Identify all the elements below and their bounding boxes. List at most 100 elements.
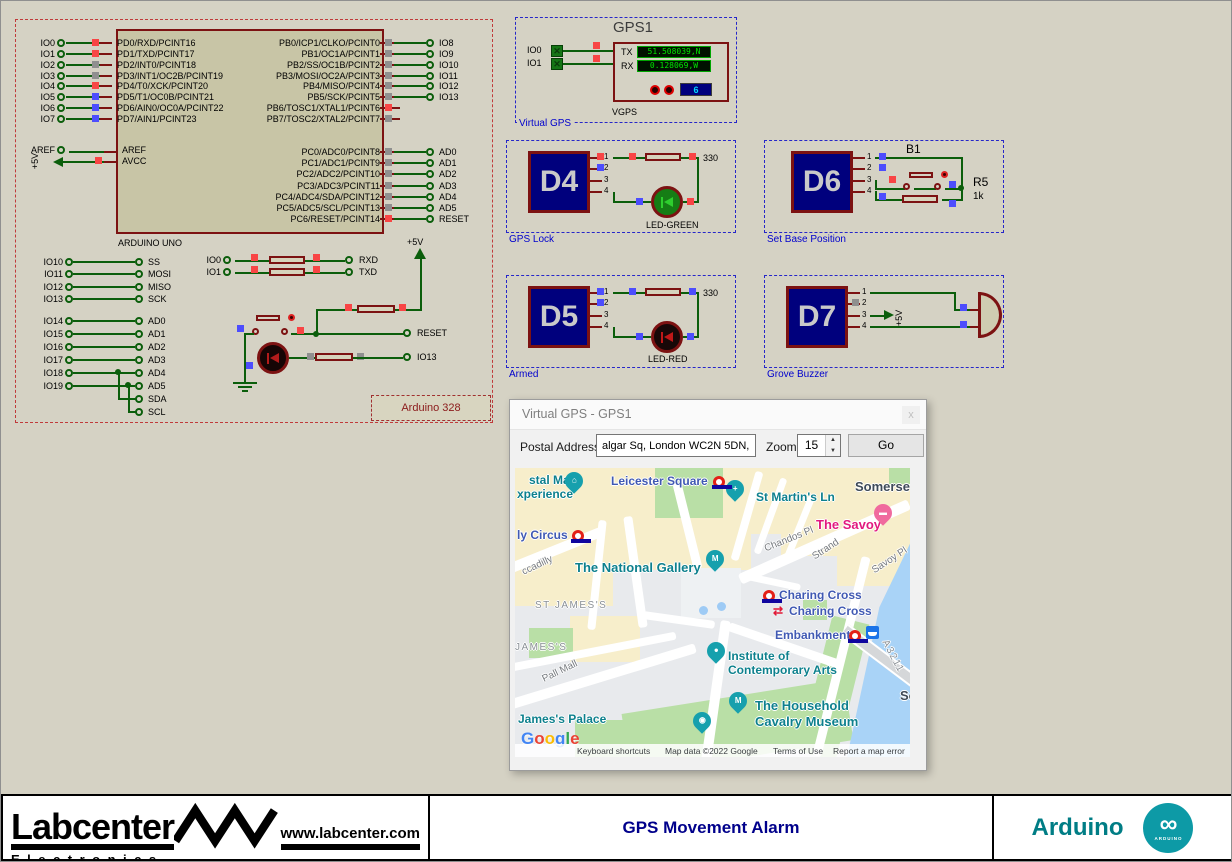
led-red xyxy=(651,321,683,353)
map-labels: stal Maze xperience Leicester Square St … xyxy=(515,468,910,757)
map-label-text: Cavalry Museum xyxy=(755,714,859,729)
keyboard-shortcuts-link[interactable]: Keyboard shortcuts xyxy=(577,746,651,756)
zoom-value[interactable]: 15 xyxy=(804,438,819,452)
terms-of-use-link[interactable]: Terms of Use xyxy=(773,746,824,756)
chip-pin-label: PD0/RXD/PCINT16 xyxy=(117,38,196,49)
push-button-contact[interactable] xyxy=(252,328,259,335)
io-terminal-label: IO0 xyxy=(206,255,221,265)
map-label: Sc xyxy=(900,688,910,703)
push-button-contact[interactable] xyxy=(281,328,288,335)
map-data-credit: Map data ©2022 Google xyxy=(665,746,758,756)
signal-terminal-label: SCL xyxy=(148,406,166,417)
wire xyxy=(380,204,426,212)
go-button[interactable]: Go xyxy=(848,434,924,457)
map-label: Institute of xyxy=(728,649,789,663)
chip-pin-label: PC4/ADC4/SDA/PCINT12 xyxy=(275,191,380,202)
bus-terminal-icon: ✕ xyxy=(551,45,563,57)
window-title-bar[interactable]: Virtual GPS - GPS1 x xyxy=(510,400,926,430)
io-terminal-label: IO6 xyxy=(40,102,55,113)
logic-state-square xyxy=(385,181,392,189)
io-terminal-label: IO10 xyxy=(43,257,63,268)
map-label-text: The National Gallery xyxy=(575,560,701,575)
wire xyxy=(73,319,135,322)
gps-lock-frame xyxy=(506,140,736,233)
gps-latitude-display: 51.508039,N xyxy=(637,46,711,58)
plus5v-label: +5V xyxy=(30,152,41,170)
push-button-b1[interactable] xyxy=(909,172,933,178)
chip-pin-label: PD1/TXD/PCINT17 xyxy=(117,49,195,60)
chip-pin-row: PB3/MOSI/OC2A/PCINT3 IO11 xyxy=(206,70,459,81)
io-terminal-label: AD3 xyxy=(439,180,457,191)
spinner-down-icon[interactable]: ▼ xyxy=(826,445,840,456)
pin-number: 4 xyxy=(867,186,872,196)
wire xyxy=(380,60,426,68)
terminal-icon xyxy=(426,93,434,102)
transit-icon: ⇄ xyxy=(773,604,784,618)
chip-pin-label: PD3/INT1/OC2B/PCINT19 xyxy=(117,70,224,81)
io-terminal-label: IO1 xyxy=(206,267,221,277)
map-label-text: St Martin's Ln xyxy=(756,490,835,504)
wire xyxy=(380,215,426,223)
pin-number: 1 xyxy=(862,287,867,296)
spinner-up-icon[interactable]: ▲ xyxy=(826,435,840,446)
wire xyxy=(73,298,135,301)
frame-label: Set Base Position xyxy=(765,234,848,245)
close-icon[interactable]: x xyxy=(902,406,920,424)
map-label: Cavalry Museum xyxy=(755,714,858,729)
wire xyxy=(380,103,400,111)
bus-terminal-icon: ✕ xyxy=(551,58,563,70)
chip-pin-row: PC6/RESET/PCINT14 RESET xyxy=(206,214,469,225)
terminal-pair-row: IO10 SS xyxy=(35,256,171,268)
wire xyxy=(380,181,426,189)
terminal-pair-row: IO13 SCK xyxy=(35,293,171,305)
io-terminal-label: IO10 xyxy=(439,59,459,70)
virtual-terminal-d4: D4 xyxy=(528,151,590,213)
report-map-error-link[interactable]: Report a map error xyxy=(833,746,905,756)
postal-address-input[interactable] xyxy=(596,434,756,457)
google-logo: Google xyxy=(521,729,580,749)
chip-pin-label: PB7/TOSC2/XTAL2/PCINT7 xyxy=(266,113,380,124)
chip-pin-row: PC5/ADC5/SCL/PCINT13 AD5 xyxy=(206,202,469,213)
signal-terminal-label: AD5 xyxy=(148,380,166,391)
io-terminal-label: AD4 xyxy=(439,191,457,202)
zoom-spinner[interactable]: 15 ▲ ▼ xyxy=(797,434,841,457)
wire xyxy=(380,71,426,79)
resistor-value: 1k xyxy=(973,191,984,202)
push-button-contact[interactable] xyxy=(934,183,941,190)
chip-pin-label: PD7/AIN1/PCINT23 xyxy=(117,113,197,124)
chip-pin-row: PC4/ADC4/SDA/PCINT12 AD4 xyxy=(206,191,469,202)
plus5v-label: +5V xyxy=(407,237,424,247)
push-button[interactable] xyxy=(256,315,280,321)
io-terminal-label: IO13 xyxy=(439,92,459,103)
module-label-box: Arduino 328 xyxy=(371,395,491,421)
logic-state-square xyxy=(385,158,392,166)
map-label-text: JAMES'S xyxy=(515,642,568,653)
terminal-icon xyxy=(65,270,73,279)
terminal-icon xyxy=(426,50,434,59)
terminal-icon xyxy=(426,170,434,179)
chip-pin-label: PB0/ICP1/CLKO/PCINT0 xyxy=(278,38,380,49)
chip-pin-row: PC3/ADC3/PCINT11 AD3 xyxy=(206,180,469,191)
map-label-text: The Household xyxy=(755,698,849,713)
labcenter-cell: Labcenter www.labcenter.com Electronics xyxy=(3,796,430,861)
google-map[interactable]: stal Maze xperience Leicester Square St … xyxy=(515,468,910,757)
push-button-contact[interactable] xyxy=(903,183,910,190)
map-label-text: The Savoy xyxy=(816,517,882,532)
terminal-icon xyxy=(57,103,65,112)
pin-number: 2 xyxy=(867,163,872,173)
led-label: LED-RED xyxy=(648,354,688,364)
satellite-count-display: 6 xyxy=(680,83,712,96)
wire xyxy=(73,345,135,348)
io-terminal-label: IO4 xyxy=(40,81,55,92)
map-label-text: xperience xyxy=(517,487,574,501)
button-indicator-icon xyxy=(941,171,948,178)
map-label-text: Institute of xyxy=(728,649,790,663)
power-arrow-icon xyxy=(414,248,426,259)
terminal-icon xyxy=(426,147,434,156)
wire xyxy=(66,60,112,68)
frame-label: GPS Lock xyxy=(507,234,557,245)
wire xyxy=(380,147,426,155)
wire xyxy=(73,261,135,264)
map-label-text: Leicester Square xyxy=(611,474,708,488)
